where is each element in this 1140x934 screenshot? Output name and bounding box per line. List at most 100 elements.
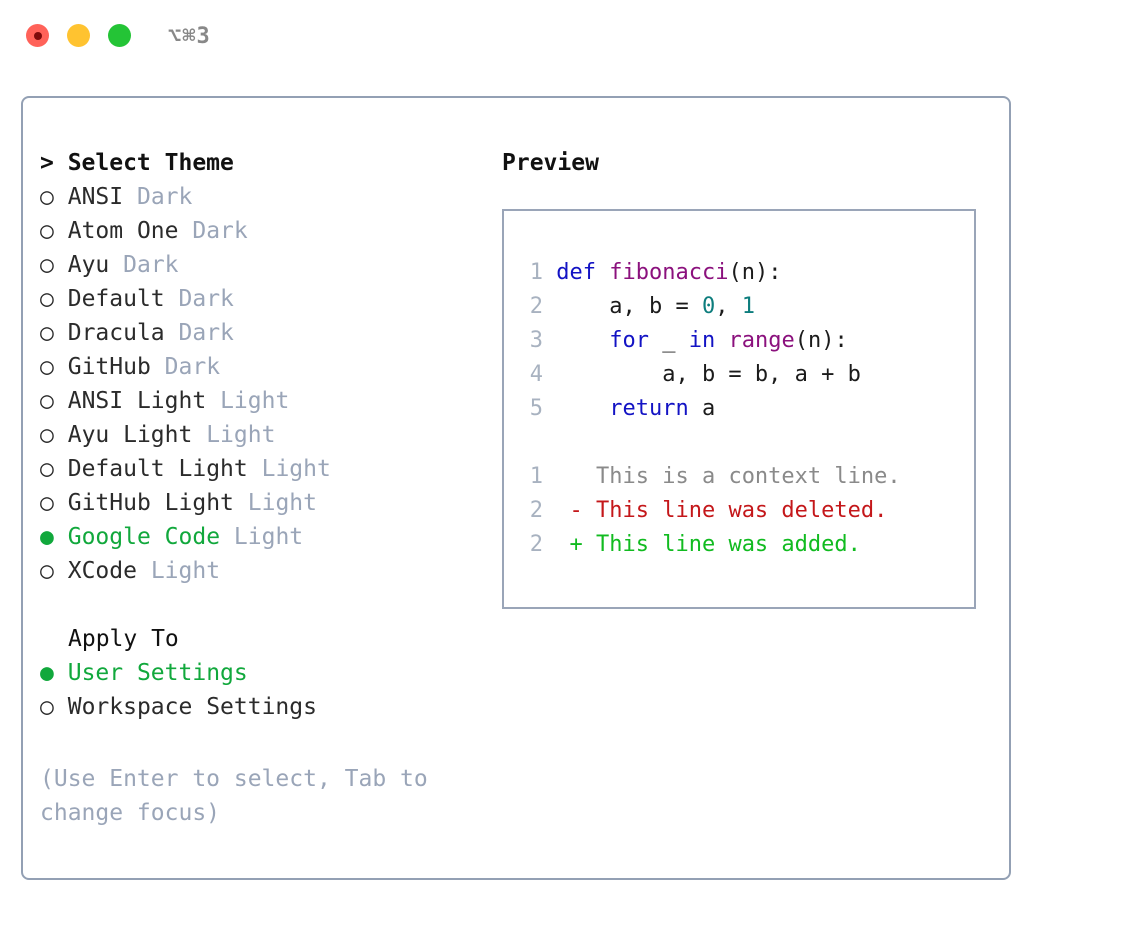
radio-unselected-icon: ○ — [40, 320, 54, 346]
select-theme-heading: > Select Theme — [40, 150, 234, 176]
diff-line-number: 1 — [529, 464, 543, 489]
theme-option-ayu[interactable]: ○ Ayu Dark — [40, 248, 470, 282]
diff-sign-add: + — [569, 532, 583, 557]
code-token-num: 0 — [701, 294, 716, 319]
apply-to-option-label: User Settings — [67, 660, 248, 686]
theme-variant-badge: Light — [206, 422, 276, 448]
code-token-plain: a, b = — [556, 294, 702, 319]
apply-to-option-list: ● User Settings○ Workspace Settings — [40, 656, 470, 724]
diff-line: 1 This is a context line. — [504, 460, 974, 494]
theme-option-label: XCode — [67, 558, 137, 584]
code-token-plain: a, b = b, a + b — [556, 362, 861, 387]
diff-line-content: This line was deleted. — [582, 498, 888, 523]
theme-option-label: Google Code — [67, 524, 221, 550]
theme-option-default-light[interactable]: ○ Default Light Light — [40, 452, 470, 486]
diff-sign-ctx — [570, 464, 583, 489]
theme-option-atom-one[interactable]: ○ Atom One Dark — [40, 214, 470, 248]
code-token-plain: _ — [648, 328, 689, 353]
keyboard-shortcut-label: ⌥⌘3 — [168, 24, 211, 49]
radio-unselected-icon: ○ — [40, 490, 54, 516]
theme-option-label: Atom One — [67, 218, 179, 244]
diff-line-number: 2 — [529, 532, 543, 557]
diff-line: 2 - This line was deleted. — [504, 494, 974, 528]
code-token-kw: def — [556, 260, 610, 285]
theme-option-github[interactable]: ○ GitHub Dark — [40, 350, 470, 384]
preview-column: Preview 1 def fibonacci(n):2 a, b = 0, 1… — [502, 146, 992, 609]
section-spacer — [40, 588, 470, 622]
diff-line-content: This is a context line. — [582, 464, 901, 489]
code-diff-spacer — [504, 426, 974, 460]
radio-unselected-icon: ○ — [40, 694, 54, 720]
maximize-window-button[interactable] — [108, 24, 131, 47]
code-line-number: 2 — [529, 294, 543, 319]
radio-unselected-icon: ○ — [40, 184, 54, 210]
radio-unselected-icon: ○ — [40, 456, 54, 482]
apply-to-option-user-settings[interactable]: ● User Settings — [40, 656, 470, 690]
title-bar: ⌥⌘3 — [0, 0, 1140, 78]
theme-variant-badge: Dark — [178, 286, 234, 312]
theme-option-label: ANSI Light — [67, 388, 207, 414]
code-line: 4 a, b = b, a + b — [504, 358, 974, 392]
code-line-content: return a — [556, 396, 715, 421]
theme-option-label: Default Light — [67, 456, 248, 482]
theme-option-dracula[interactable]: ○ Dracula Dark — [40, 316, 470, 350]
theme-option-default[interactable]: ○ Default Dark — [40, 282, 470, 316]
radio-unselected-icon: ○ — [40, 558, 54, 584]
theme-variant-badge: Dark — [123, 252, 179, 278]
close-window-button[interactable] — [26, 24, 49, 47]
diff-sample: 1 This is a context line.2 - This line w… — [504, 460, 974, 562]
theme-variant-badge: Light — [247, 490, 317, 516]
code-token-plain — [556, 396, 609, 421]
theme-option-ansi-light[interactable]: ○ ANSI Light Light — [40, 384, 470, 418]
code-line: 2 a, b = 0, 1 — [504, 290, 974, 324]
radio-unselected-icon: ○ — [40, 252, 54, 278]
theme-variant-badge: Light — [220, 388, 290, 414]
code-line-number: 1 — [529, 260, 543, 285]
code-line-number: 5 — [529, 396, 543, 421]
theme-option-label: Ayu — [67, 252, 110, 278]
radio-unselected-icon: ○ — [40, 354, 54, 380]
code-token-num: 1 — [741, 294, 755, 319]
radio-unselected-icon: ○ — [40, 388, 54, 414]
code-token-plain: (n): — [794, 328, 848, 353]
theme-option-ansi[interactable]: ○ ANSI Dark — [40, 180, 470, 214]
code-line: 3 for _ in range(n): — [504, 324, 974, 358]
code-token-kw: for — [609, 328, 649, 353]
minimize-window-button[interactable] — [67, 24, 90, 47]
theme-variant-badge: Dark — [164, 354, 221, 380]
code-token-plain: , — [715, 294, 742, 319]
theme-variant-badge: Dark — [136, 184, 193, 210]
code-line-content: a, b = b, a + b — [556, 362, 861, 387]
code-line: 5 return a — [504, 392, 974, 426]
theme-option-label: Ayu Light — [67, 422, 193, 448]
theme-option-label: GitHub Light — [67, 490, 234, 516]
diff-sign-del: - — [569, 498, 583, 523]
theme-variant-badge: Light — [261, 456, 331, 482]
theme-option-xcode[interactable]: ○ XCode Light — [40, 554, 470, 588]
preview-title: Preview — [502, 150, 599, 176]
code-line-content: a, b = 0, 1 — [556, 294, 755, 319]
theme-option-label: Dracula — [67, 320, 165, 346]
code-token-plain: a — [688, 396, 716, 421]
diff-line: 2 + This line was added. — [504, 528, 974, 562]
main-panel: > Select Theme ○ ANSI Dark○ Atom One Dar… — [21, 96, 1011, 880]
theme-option-ayu-light[interactable]: ○ Ayu Light Light — [40, 418, 470, 452]
code-line-number: 3 — [529, 328, 543, 353]
theme-option-label: ANSI — [67, 184, 124, 210]
apply-to-option-label: Workspace Settings — [67, 694, 317, 720]
radio-unselected-icon: ○ — [40, 218, 54, 244]
theme-option-label: GitHub — [67, 354, 151, 380]
theme-option-google-code[interactable]: ● Google Code Light — [40, 520, 470, 554]
radio-unselected-icon: ○ — [40, 422, 54, 448]
code-line: 1 def fibonacci(n): — [504, 256, 974, 290]
theme-variant-badge: Light — [233, 524, 304, 550]
theme-option-list: ○ ANSI Dark○ Atom One Dark○ Ayu Dark○ De… — [40, 180, 470, 588]
code-token-plain — [556, 328, 609, 353]
theme-variant-badge: Dark — [192, 218, 248, 244]
theme-option-github-light[interactable]: ○ GitHub Light Light — [40, 486, 470, 520]
radio-selected-icon: ● — [40, 524, 54, 550]
apply-to-option-workspace-settings[interactable]: ○ Workspace Settings — [40, 690, 470, 724]
diff-line-number: 2 — [529, 498, 543, 523]
